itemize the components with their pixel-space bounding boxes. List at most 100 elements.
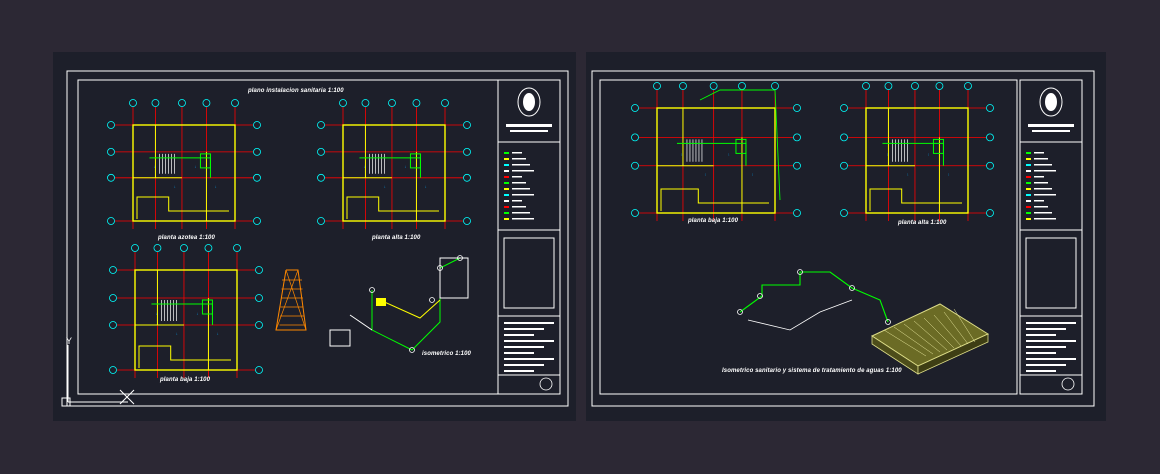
sheet-1-plan-azotea: ↓↓↓↓ (107, 99, 261, 229)
sheet-1-plan-alta-level-mark: ↓ (425, 184, 427, 189)
sheet-2-drawing-frame (599, 79, 1018, 395)
sheet-2-notes-box (1025, 237, 1077, 309)
sheet-2-plan-label-alta: planta alta 1:100 (898, 220, 947, 226)
sheet-1-plan-azotea-grid-bubble (231, 99, 239, 107)
sheet-1-plan-azotea-grid-bubble (202, 99, 211, 107)
sheet-1-plan-alta-grid-bubble (317, 121, 325, 129)
sheet-2-plan-alta-grid-bubble (884, 82, 893, 90)
sheet-1-plan-azotea-level-mark: ↓ (194, 164, 196, 169)
sheet-2-legend-swatch (1026, 170, 1031, 172)
sheet-1-logo-mark (523, 93, 535, 111)
cistern-box (329, 329, 351, 347)
sheet-1-info-line (504, 364, 544, 366)
sheet-2-paper (586, 52, 1106, 421)
sheet-1-plan-baja: ↓↓↓↓ (109, 244, 263, 378)
sheet-1-plan-alta-grid-bubble (361, 99, 370, 107)
sheet-1-plan-azotea-terrace-wall (136, 196, 229, 219)
sheet-1-legend-swatch (504, 212, 509, 214)
sheet-2-logo-mark (1045, 93, 1057, 111)
tank-hatch (953, 308, 976, 343)
sheet-1-tank-tower (275, 269, 351, 347)
tank-hatch (913, 320, 948, 351)
sheet-1-plan-azotea-exterior-wall (132, 124, 236, 222)
sheet-1-plan-azotea-level-mark: ↓ (215, 184, 217, 189)
sheet-1-plan-baja-grid-bubble (255, 294, 263, 302)
sheet-1-plan-baja-fixture (201, 299, 213, 315)
iso-pipe-white (349, 314, 373, 331)
sheet-2-legend-text (1034, 188, 1052, 190)
iso-equipment (439, 257, 469, 299)
sheet-2-legend-text (1034, 182, 1048, 184)
sheet-2-info-line (1026, 322, 1076, 324)
sheet-1-plan-baja-exterior-wall (134, 269, 238, 371)
sheet-2-plan-baja-level-mark: ↓ (728, 151, 730, 156)
ucs-x-mark (119, 389, 135, 405)
sheet-2-logo (1039, 87, 1063, 117)
sheet-1-plan-baja-grid-bubble (204, 244, 213, 252)
sheet-1-border (66, 70, 569, 407)
tank-hatch (883, 329, 927, 357)
sheet-1-plan-alta-grid-bubble (388, 99, 396, 107)
sheet-1-plan-baja-grid-bubble (255, 366, 263, 374)
sheet-2-legend-text (1034, 176, 1044, 178)
tank-hatch (903, 323, 941, 353)
sheet-1-logo (517, 87, 541, 117)
sheet-1-info-line (504, 328, 544, 330)
sheet-2-border (591, 70, 1095, 407)
sheet-1-legend-text (512, 182, 526, 184)
sheet-2-plan-alta-exterior-wall (865, 107, 969, 214)
ucs-y-label: Y (66, 336, 73, 346)
sheet-2-plan-alta-terrace-wall (869, 188, 962, 211)
sheet-1-plan-label-azotea: planta azotea 1:100 (158, 235, 215, 241)
sheet-2-plan-alta-grid-bubble (840, 161, 848, 170)
sheet-1-plan-alta-grid-bubble (463, 121, 471, 129)
sheet-1-legend-swatch (504, 218, 509, 220)
iso-node (409, 347, 415, 353)
sheet-2-legend-text (1034, 218, 1056, 220)
sheet-2-plan-alta-grid-bubble (986, 161, 994, 170)
sheet-2-plan-alta-level-mark: ↓ (886, 151, 888, 156)
iso-node (757, 293, 763, 299)
sheet-2-plan-baja-level-mark: ↓ (704, 171, 706, 176)
iso-node (369, 287, 375, 293)
sheet-2-plan-baja-fixture (735, 138, 747, 154)
iso-node (457, 255, 463, 261)
iso-node (737, 309, 743, 315)
sheet-1-info-line (504, 340, 554, 342)
sheet-1-legend-swatch (504, 200, 509, 202)
sheet-2-legend-swatch (1026, 152, 1031, 154)
sheet-2-plan-baja-level-mark: ↓ (681, 151, 683, 156)
sheet-1-plan-label-baja: planta baja 1:100 (160, 377, 211, 383)
sheet-1-plan-alta-grid-bubble (441, 99, 449, 107)
sheet-1-legend-text (512, 176, 522, 178)
sheet-2-legend-swatch (1026, 218, 1031, 220)
sheet-1-legend-swatch (504, 176, 509, 178)
sheet-2-title-block (1019, 79, 1083, 395)
sheet-1-plan-baja-grid-bubble (109, 321, 117, 329)
sheet-2-plan-alta-grid-bubble (911, 82, 919, 90)
tower-diagonal (275, 269, 299, 331)
sheet-1-plan-alta-grid-bubble (339, 99, 347, 107)
sheet-1-plan-baja-grid-bubble (153, 244, 162, 252)
sheet-2-info-line (1026, 370, 1056, 372)
sheet-1-plan-baja-level-mark: ↓ (176, 331, 178, 336)
sheet-1-plan-baja-grid-bubble (109, 294, 117, 302)
sheet-1-plan-alta-fixture (409, 153, 421, 169)
sheet-2-legend-swatch (1026, 212, 1031, 214)
sheet-1-legend-text (512, 158, 526, 160)
sheet-1-info-line (504, 352, 534, 354)
sheet-2-plan-baja-grid-bubble (631, 104, 639, 112)
sheet-2-plan-baja-grid-bubble (631, 209, 639, 217)
sheet-1-legend-swatch (504, 188, 509, 190)
iso-pipe (371, 257, 461, 351)
sheet-2-info-line (1026, 352, 1056, 354)
sheet-2-north-badge (1061, 377, 1075, 391)
sheet-2-plan-baja-grid-bubble (793, 209, 801, 217)
sheet-2-plan-baja-grid-bubble (631, 161, 639, 170)
sheet-2-plan-alta-grid-bubble (986, 133, 994, 142)
iso-pipe-yellow (379, 299, 441, 319)
iso-pipe-white (747, 299, 853, 331)
sheet-1-plan-azotea-grid-bubble (107, 173, 115, 182)
sheet-2-plan-alta-grid-bubble (840, 133, 848, 142)
